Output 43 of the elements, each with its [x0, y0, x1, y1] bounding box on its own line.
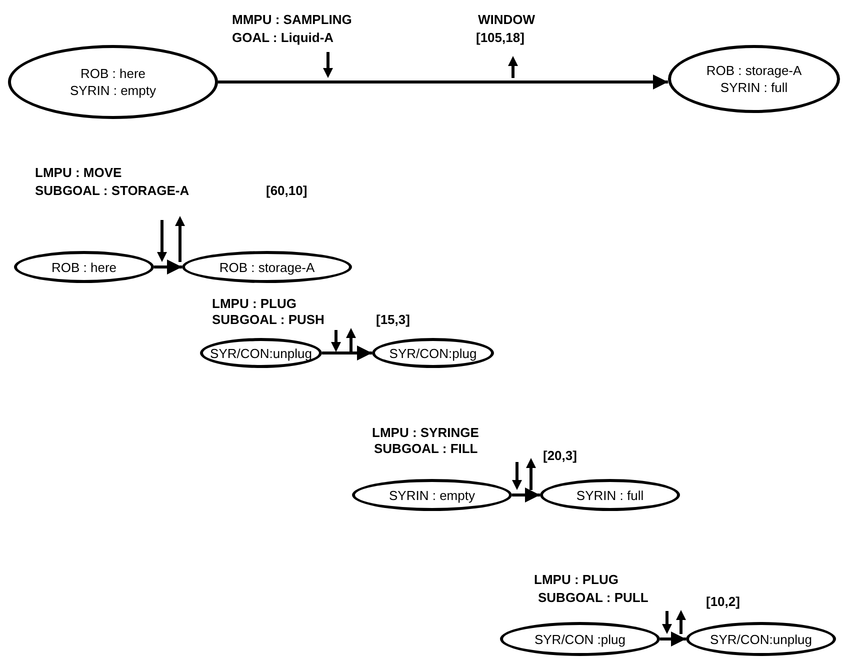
command-label: MMPU : SAMPLING — [232, 12, 352, 28]
command-label: LMPU : SYRINGE — [372, 425, 479, 441]
command-label: LMPU : PLUG — [212, 296, 296, 312]
state-text: SYRIN : empty — [389, 486, 475, 504]
state-ellipse — [500, 622, 660, 656]
transition-arrow — [322, 346, 372, 360]
state-ellipse — [200, 338, 322, 368]
state-text: ROB : storage-A — [219, 258, 315, 276]
state-ellipse — [540, 479, 680, 511]
state-ellipse — [182, 251, 352, 283]
state-ellipse — [14, 251, 154, 283]
state-text: SYRIN : full — [576, 486, 644, 504]
command-label: LMPU : MOVE — [35, 165, 122, 181]
command-label: SUBGOAL : FILL — [374, 441, 478, 457]
command-label: GOAL : Liquid-A — [232, 30, 334, 46]
command-label: LMPU : PLUG — [534, 572, 618, 588]
transition-arrow — [660, 632, 686, 646]
state-text: SYR/CON :plug — [534, 630, 626, 648]
command-label: SUBGOAL : PULL — [538, 590, 648, 606]
state-text: ROB : here — [51, 258, 117, 276]
command-label: SUBGOAL : STORAGE-A — [35, 183, 190, 199]
state-ellipse — [686, 622, 836, 656]
state-text: SYR/CON:unplug — [710, 630, 812, 648]
command-label: [15,3] — [376, 312, 410, 328]
state-ellipse — [8, 45, 218, 119]
state-ellipse — [668, 45, 840, 113]
command-label: [105,18] — [476, 30, 524, 46]
transition-arrow — [218, 74, 668, 90]
state-text: SYR/CON:plug — [389, 344, 477, 362]
transition-arrow — [154, 260, 182, 274]
command-label: [10,2] — [706, 594, 740, 610]
command-label: [60,10] — [266, 183, 308, 199]
state-text: ROB : storage-A — [706, 62, 802, 79]
state-text: SYRIN : empty — [70, 82, 156, 99]
state-text: SYRIN : full — [720, 79, 788, 96]
command-label: WINDOW — [478, 12, 536, 28]
command-label: SUBGOAL : PUSH — [212, 312, 324, 328]
transition-arrow — [512, 488, 540, 502]
state-text: ROB : here — [80, 65, 146, 82]
state-text: SYR/CON:unplug — [210, 344, 312, 362]
command-label: [20,3] — [543, 448, 577, 464]
state-ellipse — [352, 479, 512, 511]
state-ellipse — [372, 338, 494, 368]
